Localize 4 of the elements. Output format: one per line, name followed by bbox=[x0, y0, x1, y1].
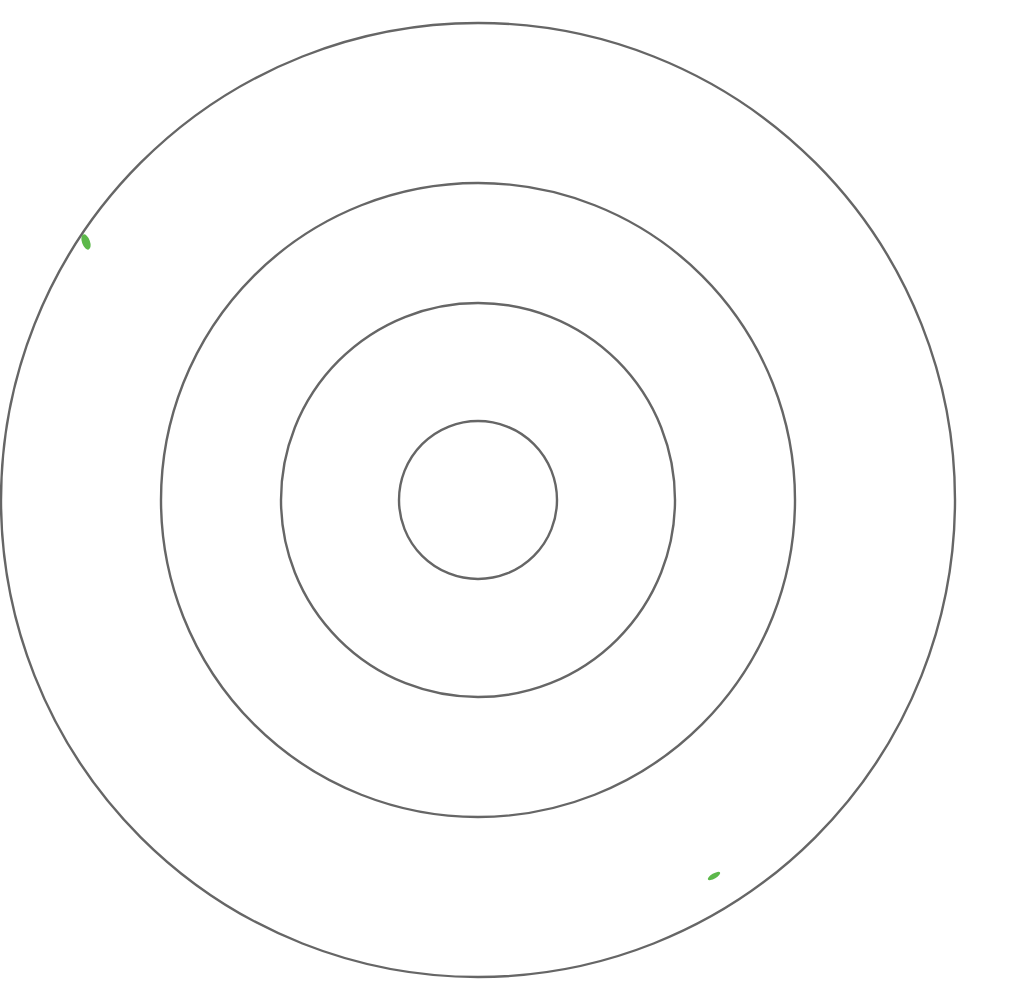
ring-circle bbox=[397, 419, 559, 581]
ring-circle bbox=[279, 301, 677, 699]
ring-circle bbox=[0, 21, 957, 979]
ring-circle bbox=[159, 181, 797, 819]
